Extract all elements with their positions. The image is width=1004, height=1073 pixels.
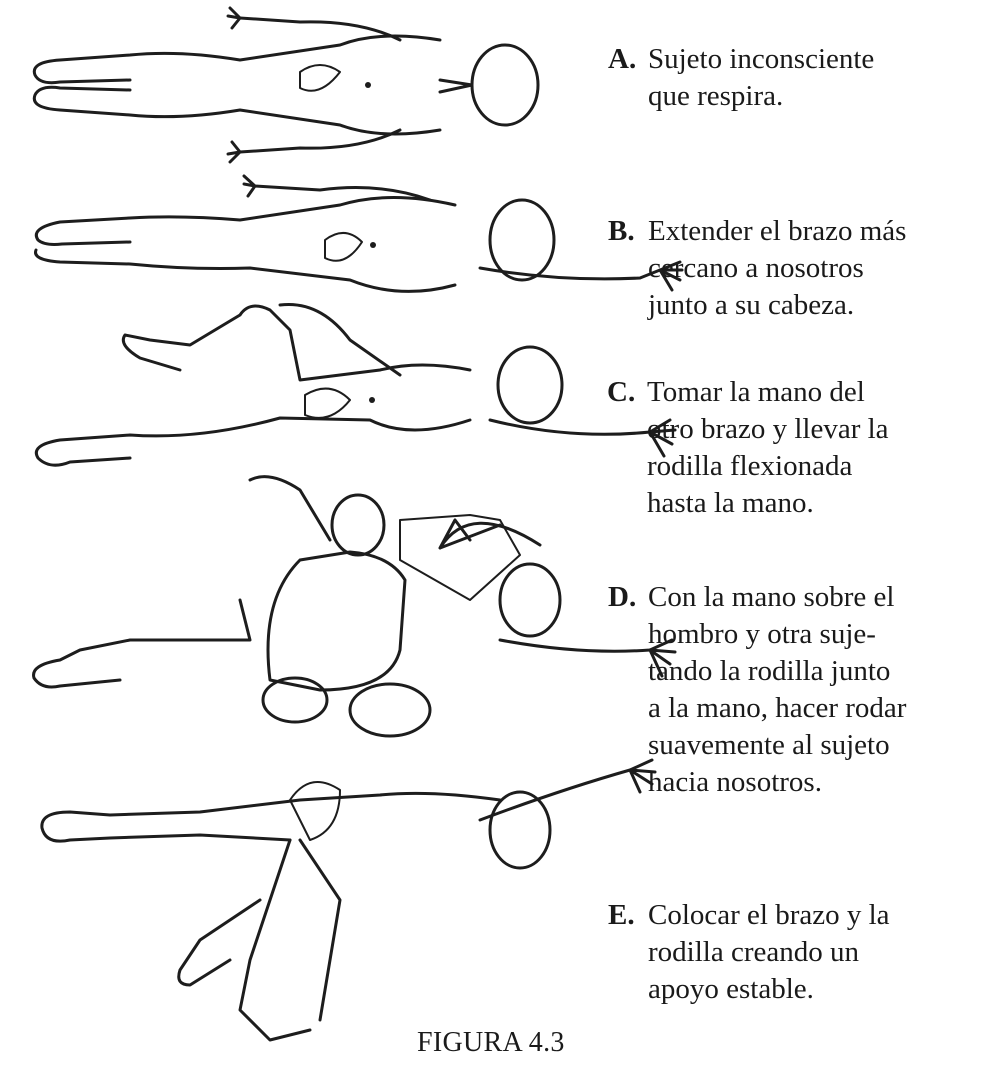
step-c: C. Tomar la mano del otro brazo y llevar…	[607, 374, 983, 522]
step-letter: E.	[608, 897, 635, 934]
person-supine-icon	[34, 8, 538, 162]
step-a: A. Sujeto inconsciente que respira.	[608, 41, 938, 115]
step-letter: D.	[608, 579, 636, 616]
step-d: D. Con la mano sobre el hombro y otra su…	[608, 579, 992, 801]
step-text: Extender el brazo más cercano a nosotros…	[608, 213, 984, 324]
recovery-position-icon	[42, 760, 655, 1040]
person-knee-flexed-icon	[36, 304, 675, 465]
step-b: B. Extender el brazo más cercano a nosot…	[608, 213, 984, 324]
step-text: Colocar el brazo y la rodilla creando un…	[608, 897, 988, 1008]
rescuer-rolling-person-icon	[34, 477, 675, 736]
step-letter: A.	[608, 41, 636, 78]
person-arm-extended-icon	[36, 176, 683, 291]
figure-caption: FIGURA 4.3	[417, 1027, 565, 1059]
step-text: Tomar la mano del otro brazo y llevar la…	[607, 374, 983, 522]
step-text: Con la mano sobre el hombro y otra suje-…	[608, 579, 992, 801]
step-letter: B.	[608, 213, 635, 250]
step-text: Sujeto inconsciente que respira.	[608, 41, 938, 115]
step-e: E. Colocar el brazo y la rodilla creando…	[608, 897, 988, 1008]
step-letter: C.	[607, 374, 635, 411]
